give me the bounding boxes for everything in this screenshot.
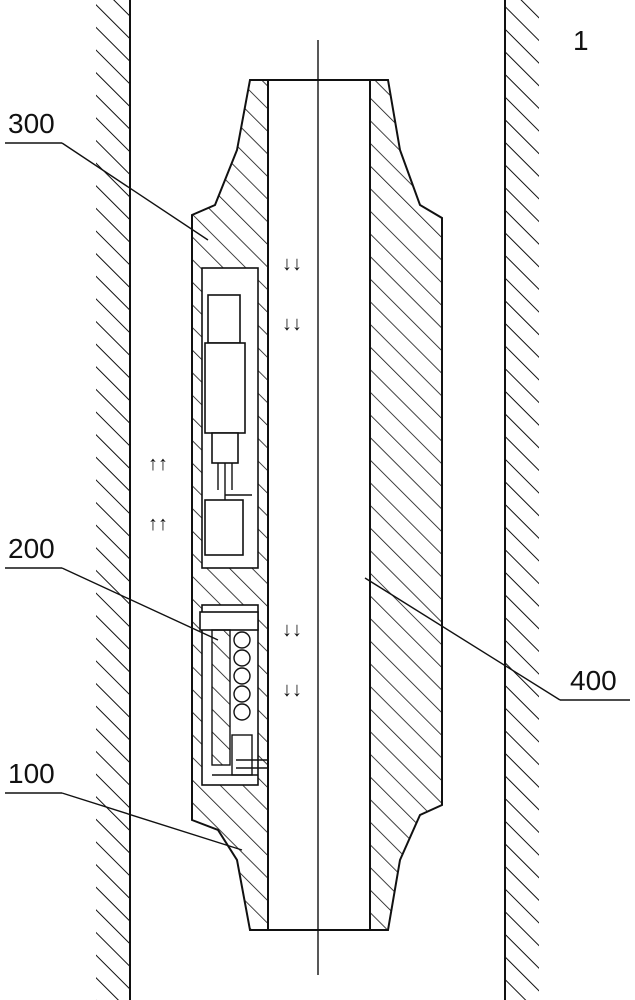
leader-400-diag xyxy=(364,577,561,701)
flow-arrow-down-1: ↓↓ xyxy=(282,253,302,275)
flow-arrow-down-2: ↓↓ xyxy=(282,313,302,335)
label-200: 200 xyxy=(8,533,55,564)
flow-arrows-up: ↑↑ ↑↑ xyxy=(148,453,168,535)
leader-100-diag xyxy=(61,792,243,851)
label-300: 300 xyxy=(8,108,55,139)
lower-module-components xyxy=(199,611,268,776)
right-borehole-wall xyxy=(504,0,539,1000)
tool-body-right xyxy=(369,79,443,931)
left-borehole-wall xyxy=(96,0,131,1000)
flow-arrow-up-1: ↑↑ xyxy=(148,453,168,475)
upper-module-components xyxy=(204,294,252,556)
flow-arrows-down: ↓↓ ↓↓ ↓↓ ↓↓ xyxy=(282,253,302,701)
leader-200-diag xyxy=(61,567,219,641)
leader-300-diag xyxy=(61,142,209,241)
flow-arrow-down-4: ↓↓ xyxy=(282,679,302,701)
flow-arrow-down-3: ↓↓ xyxy=(282,619,302,641)
label-400: 400 xyxy=(570,665,617,696)
label-100: 100 xyxy=(8,758,55,789)
label-figure-number: 1 xyxy=(573,25,589,56)
flow-arrow-up-2: ↑↑ xyxy=(148,513,168,535)
